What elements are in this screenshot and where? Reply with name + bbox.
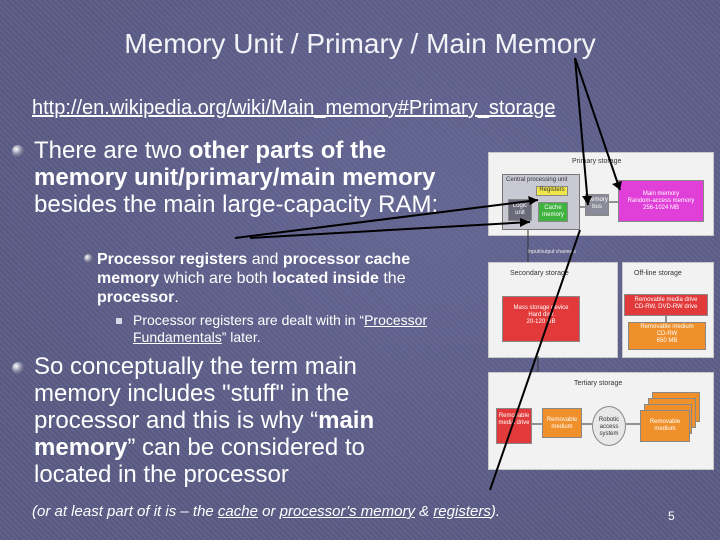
tertiary-medium-box: Removable medium [542,408,582,438]
cpu-label: Central processing unit [506,177,568,183]
tertiary-storage-label: Tertiary storage [574,380,623,387]
cache-memory-box: Cache memory [538,202,568,222]
bullet-icon [12,145,24,157]
tertiary-medium-box-2: Removable medium [640,410,690,442]
io-channels-label: Input/output channels [528,249,576,255]
slide-title: Memory Unit / Primary / Main Memory [124,28,596,59]
bullet-text-1: There are two other parts of the memory … [34,137,439,218]
diagram-connectors [527,201,667,425]
bullet-icon [116,318,122,324]
page-number: 5 [668,509,675,523]
bullet-icon [84,254,93,263]
memory-bus-box: Memory bus [585,194,609,216]
primary-storage-label: Primary storage [572,158,622,165]
wikipedia-link[interactable]: http://en.wikipedia.org/wiki/Main_memory… [32,97,556,119]
registers-link[interactable]: registers [433,503,491,520]
sub-bullet-text: Processor registers and processor cache … [97,251,411,306]
bullet-icon [12,362,24,374]
secondary-storage-label: Secondary storage [510,270,569,277]
footer-note: (or at least part of it is – the cache o… [32,503,501,520]
bullet-text-2: So conceptually the term main memory inc… [34,353,375,488]
sub-sub-bullet-text: Processor registers are dealt with in “P… [133,312,428,345]
offline-storage-label: Off-line storage [634,270,682,277]
processor-fundamentals-link[interactable]: Processor Fundamentals [133,312,428,345]
processor-memory-link[interactable]: processor’s memory [279,503,415,520]
registers-box: Registers [536,186,568,196]
cache-link[interactable]: cache [217,503,258,520]
logic-unit-box: Logic unit [508,199,532,221]
robotic-access-box: Robotic access system [592,406,626,446]
